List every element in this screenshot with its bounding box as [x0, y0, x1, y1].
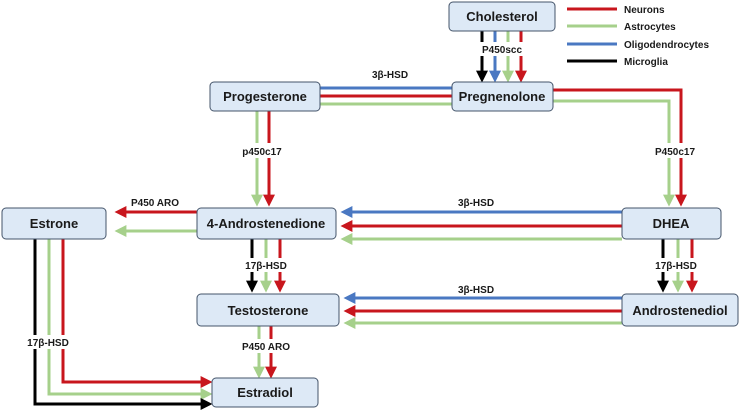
node-progesterone: Progesterone [209, 81, 321, 112]
node-dhea: DHEA [621, 207, 722, 240]
enzyme-17b-hsd-estrone: 17β-HSD [27, 338, 69, 349]
enzyme-3b-hsd-dhea: 3β-HSD [458, 198, 494, 209]
enzyme-3b-hsd-testo: 3β-HSD [458, 285, 494, 296]
legend-label-microglia: Microglia [624, 57, 668, 68]
enzyme-p450c17-left: p450c17 [242, 147, 282, 158]
enzyme-17b-hsd-andro: 17β-HSD [245, 261, 287, 272]
enzyme-p450aro-testo: P450 ARO [242, 342, 290, 353]
legend-item-oligodendrocytes: Oligodendrocytes [567, 40, 709, 51]
arrow-preg-dhea-astro [553, 99, 675, 207]
node-cholesterol-label: Cholesterol [466, 9, 538, 24]
node-4-androstenedione: 4-Androstenedione [196, 207, 337, 240]
enzyme-labels: P450scc 3β-HSD p450c17 P450c17 P450 ARO … [21, 42, 702, 353]
legend-label-oligodendrocytes: Oligodendrocytes [624, 40, 709, 51]
node-pregnenolone-label: Pregnenolone [459, 89, 546, 104]
enzyme-17b-hsd-dhea: 17β-HSD [655, 261, 697, 272]
enzyme-p450scc: P450scc [482, 45, 522, 56]
arrow-estrone-estradiol-astro [47, 239, 213, 400]
node-androstenediol-label: Androstenediol [632, 303, 727, 318]
legend-item-astrocytes: Astrocytes [567, 22, 676, 33]
enzyme-p450aro-estrone: P450 ARO [131, 198, 179, 209]
node-androstenediol: Androstenediol [621, 293, 739, 327]
node-estrone-label: Estrone [30, 216, 78, 231]
legend-item-microglia: Microglia [567, 57, 668, 68]
node-estradiol: Estradiol [211, 377, 319, 408]
node-progesterone-label: Progesterone [223, 89, 307, 104]
node-testosterone-label: Testosterone [228, 303, 309, 318]
node-4-androstenedione-label: 4-Androstenedione [207, 216, 325, 231]
arrow-preg-dhea-neuron [553, 88, 687, 207]
arrow-estrone-estradiol-microglia [33, 239, 213, 410]
legend-label-neurons: Neurons [624, 5, 665, 16]
node-cholesterol: Cholesterol [448, 1, 556, 32]
pathway-arrows [33, 31, 698, 410]
arrow-estrone-estradiol-neuron [61, 239, 213, 388]
enzyme-p450c17-right: P450c17 [655, 147, 695, 158]
node-dhea-label: DHEA [653, 216, 690, 231]
node-estradiol-label: Estradiol [237, 385, 293, 400]
legend: Neurons Astrocytes Oligodendrocytes Micr… [567, 5, 709, 68]
legend-label-astrocytes: Astrocytes [624, 22, 676, 33]
node-estrone: Estrone [1, 207, 107, 240]
enzyme-3b-hsd-prog: 3β-HSD [372, 70, 408, 81]
node-pregnenolone: Pregnenolone [451, 81, 554, 112]
legend-item-neurons: Neurons [567, 5, 665, 16]
node-testosterone: Testosterone [196, 293, 340, 327]
